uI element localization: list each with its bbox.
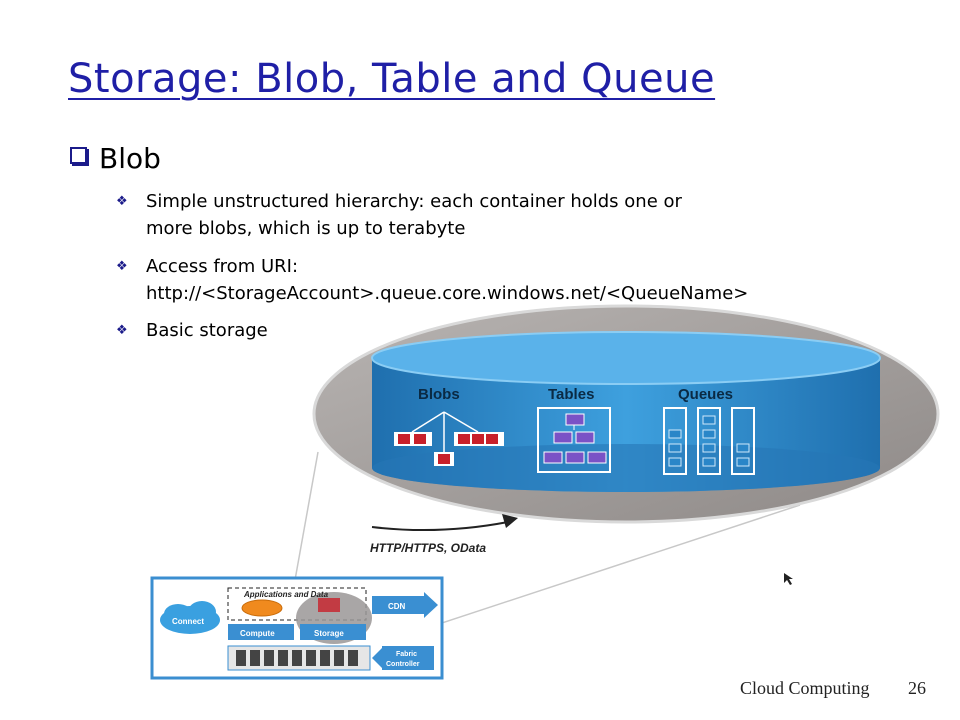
sub-bullet-3: ❖ Basic storage — [116, 317, 268, 344]
queues-icon — [663, 407, 755, 475]
diamond-bullet-icon: ❖ — [116, 323, 128, 338]
arrow-head-icon — [502, 514, 518, 528]
fabric-label-1: Fabric — [396, 651, 417, 658]
connect-label: Connect — [172, 617, 204, 626]
diamond-bullet-icon: ❖ — [116, 259, 128, 274]
blob-group-left — [394, 432, 432, 446]
protocol-arrow — [371, 521, 509, 532]
blobs-icon — [411, 411, 479, 452]
tables-icon — [537, 407, 611, 473]
queue-items — [668, 415, 750, 467]
diamond-bullet-icon: ❖ — [116, 194, 128, 209]
footer-page-number: 26 — [908, 678, 926, 698]
sub-bullet-1: ❖ Simple unstructured hierarchy: each co… — [116, 188, 682, 242]
zoom-line-left — [294, 451, 319, 581]
bullet-blob: Blob — [70, 142, 161, 175]
storage-cylinder — [371, 331, 881, 492]
blobs-label: Blobs — [418, 386, 460, 403]
sub-bullet-2-line-1: Access from URI: — [146, 256, 299, 277]
sub-bullet-2-line-2: http://<StorageAccount>.queue.core.windo… — [146, 283, 749, 304]
bullet-label: Blob — [99, 142, 161, 175]
fabric-label-2: Controller — [386, 661, 420, 668]
zoom-ellipse — [312, 304, 940, 524]
protocol-label: HTTP/HTTPS, OData — [370, 541, 486, 555]
mouse-pointer-icon — [784, 573, 793, 585]
sub-bullet-1-line-2: more blobs, which is up to terabyte — [146, 218, 466, 239]
zoom-line-right — [359, 504, 801, 651]
blob-group-bottom — [434, 452, 454, 466]
blob-group-right — [454, 432, 504, 446]
platform-thumbnail — [150, 576, 444, 680]
apps-label: Applications and Data — [243, 590, 329, 599]
sub-bullet-2: ❖ Access from URI: http://<StorageAccoun… — [116, 253, 749, 307]
queues-label: Queues — [678, 386, 733, 403]
storage-label: Storage — [314, 629, 344, 638]
compute-label: Compute — [240, 629, 275, 638]
sub-bullet-3-line-1: Basic storage — [146, 320, 268, 341]
sub-bullet-1-line-1: Simple unstructured hierarchy: each cont… — [146, 191, 682, 212]
footer-course: Cloud Computing — [740, 678, 870, 698]
slide-title: Storage: Blob, Table and Queue — [68, 56, 716, 102]
cdn-label: CDN — [388, 602, 406, 611]
square-bullet-icon — [70, 147, 87, 164]
tables-label: Tables — [548, 386, 594, 403]
